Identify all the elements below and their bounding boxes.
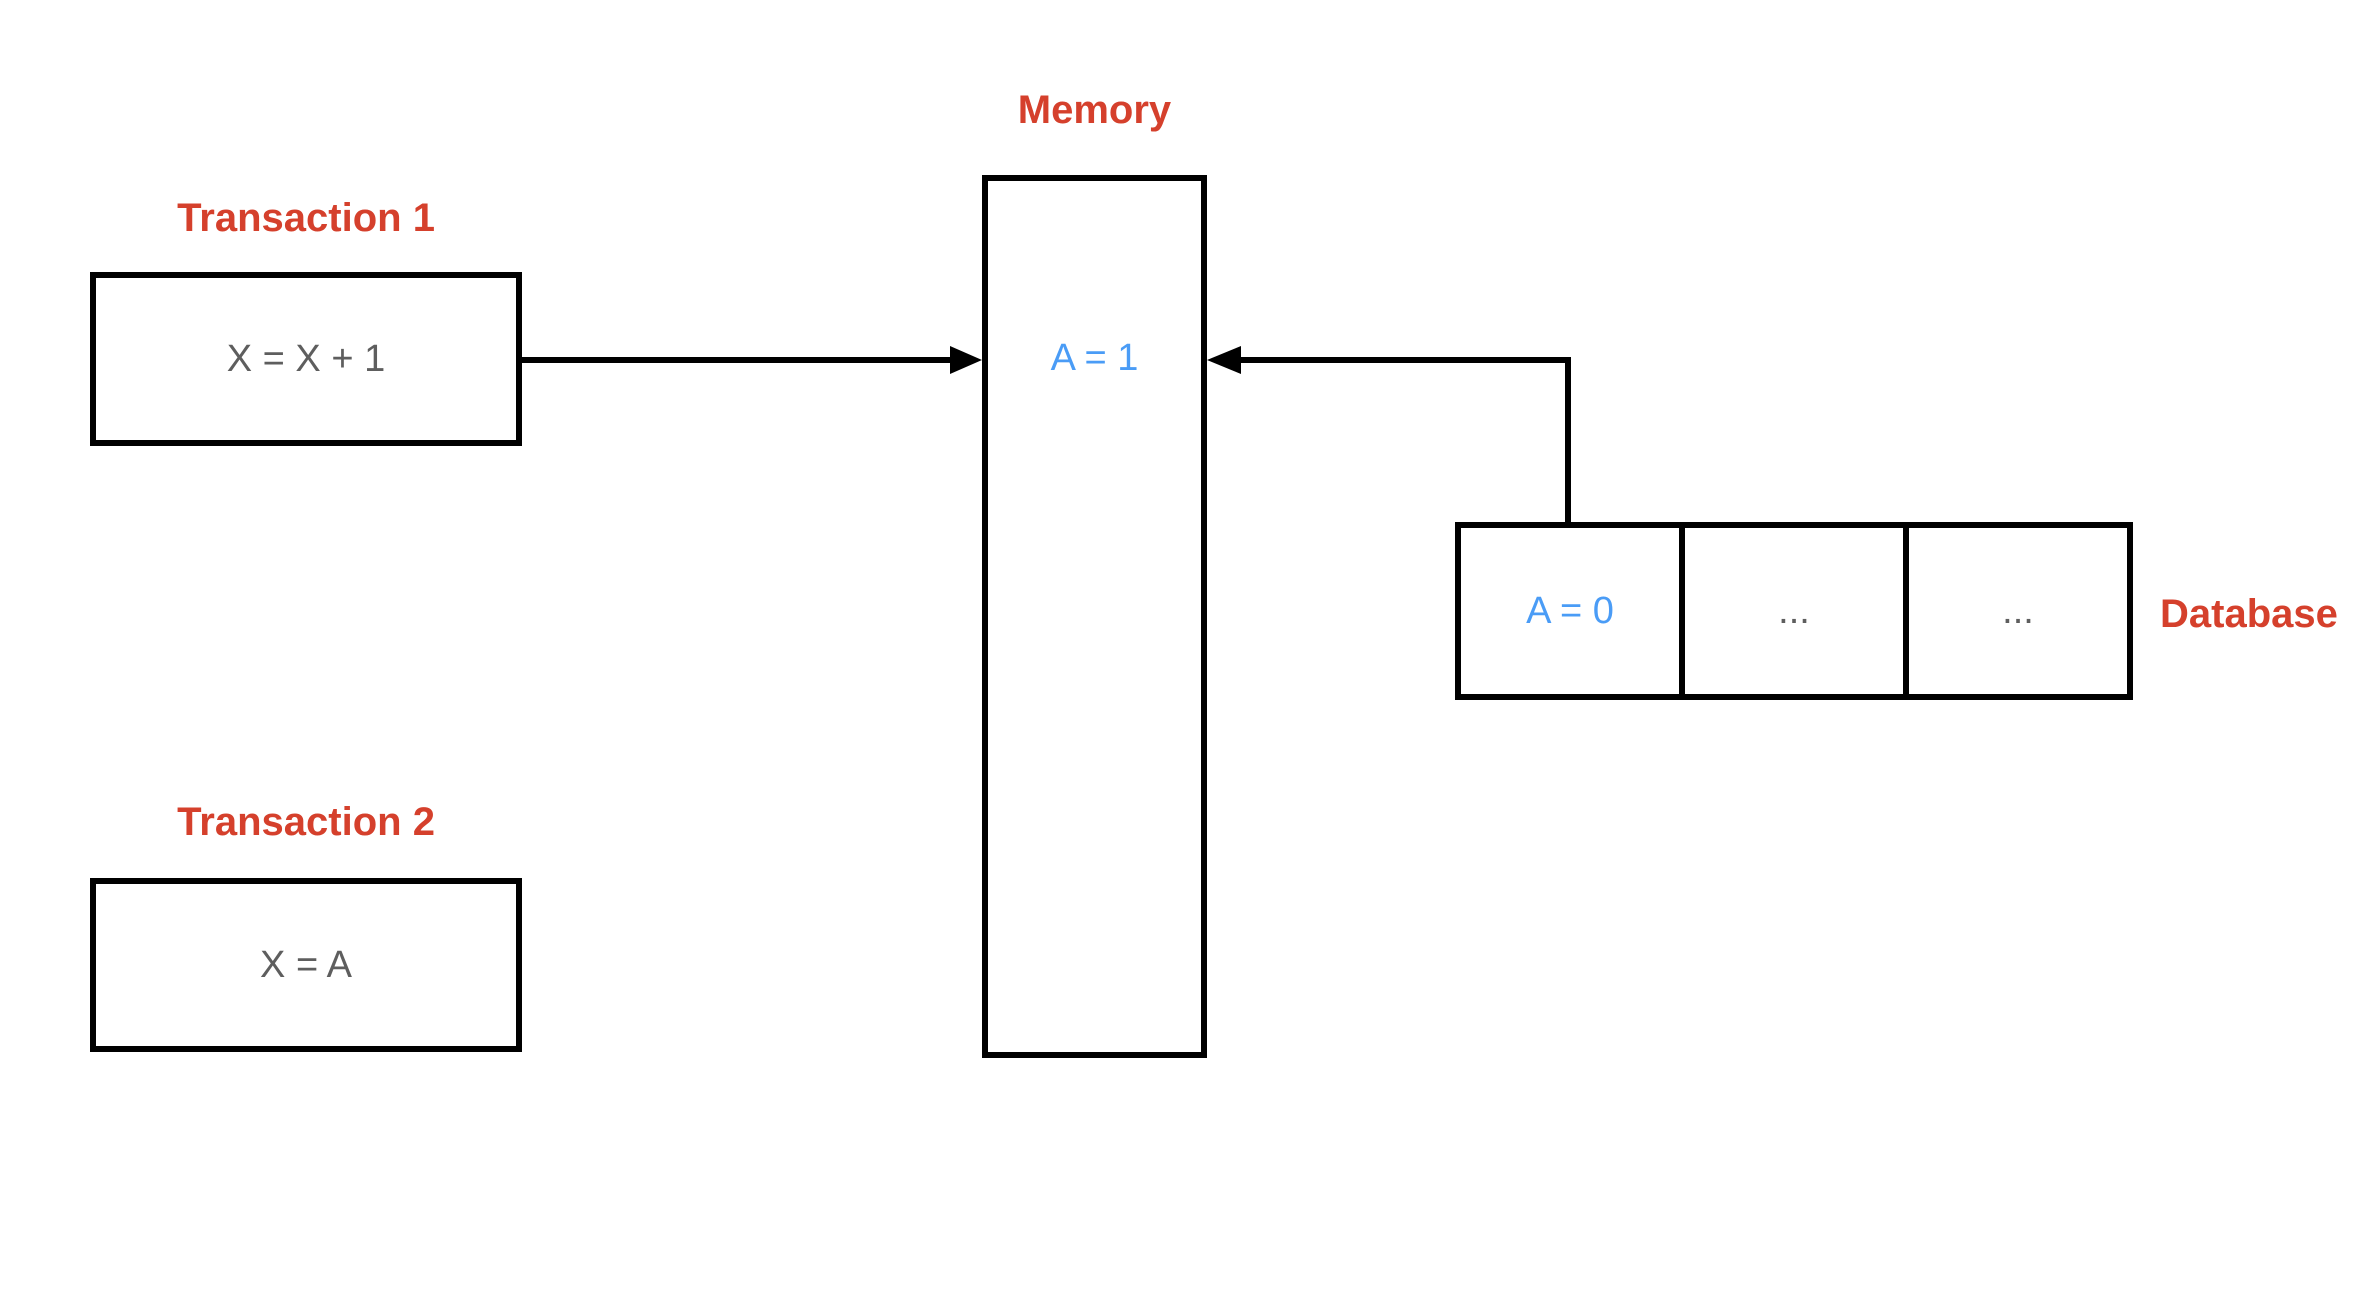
database-cell: ... xyxy=(1903,522,2133,700)
database-cell: A = 0 xyxy=(1455,522,1685,700)
transaction1-value: X = X + 1 xyxy=(226,338,386,380)
database-cell-value: A = 0 xyxy=(1526,590,1614,632)
arrow-transaction1-to-memory xyxy=(522,346,982,374)
memory-label: Memory xyxy=(1017,88,1172,132)
transaction2-box: X = A xyxy=(90,878,522,1052)
database-cell-value: ... xyxy=(2002,590,2034,632)
arrow-database-to-memory xyxy=(1207,346,1571,522)
database-cell-value: ... xyxy=(1778,590,1810,632)
memory-value: A = 1 xyxy=(1050,337,1139,379)
database-row: A = 0 ... ... xyxy=(1455,522,2133,700)
database-cell: ... xyxy=(1679,522,1909,700)
database-label: Database xyxy=(2160,592,2338,636)
transaction1-label: Transaction 1 xyxy=(177,196,435,240)
transaction1-box: X = X + 1 xyxy=(90,272,522,446)
transaction2-label: Transaction 2 xyxy=(177,800,435,844)
memory-box: A = 1 xyxy=(982,175,1207,1058)
transaction2-value: X = A xyxy=(260,944,352,986)
